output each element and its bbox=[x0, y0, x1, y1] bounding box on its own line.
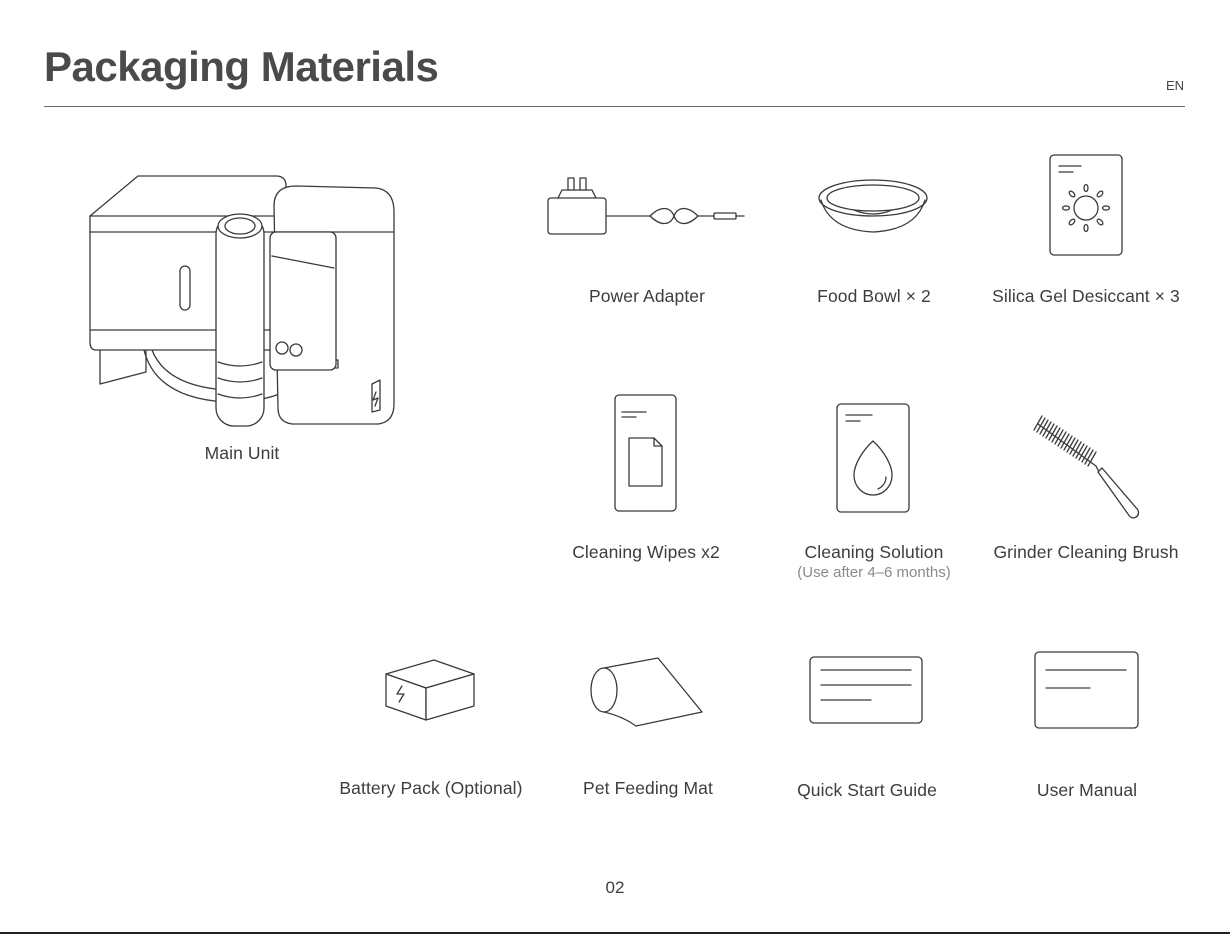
wipes-pack-icon bbox=[614, 394, 678, 514]
bowl-icon bbox=[816, 176, 930, 236]
item-usage-note: (Use after 4–6 months) bbox=[797, 564, 950, 581]
item-label: Pet Feeding Mat bbox=[583, 778, 713, 799]
guide-card-icon bbox=[809, 656, 925, 726]
item-label: Battery Pack (Optional) bbox=[339, 778, 522, 799]
item-label: Cleaning Wipes x2 bbox=[572, 542, 720, 563]
language-tag: EN bbox=[1166, 78, 1184, 93]
brush-icon bbox=[1034, 412, 1140, 520]
battery-box-icon bbox=[384, 658, 478, 722]
item-label: Silica Gel Desiccant × 3 bbox=[992, 286, 1180, 307]
item-label: Food Bowl × 2 bbox=[817, 286, 931, 307]
item-label: User Manual bbox=[1037, 780, 1137, 801]
item-label: Power Adapter bbox=[589, 286, 705, 307]
rolled-mat-icon bbox=[588, 656, 706, 728]
item-label: Quick Start Guide bbox=[797, 780, 937, 801]
power-adapter-icon bbox=[546, 172, 748, 238]
item-label: Grinder Cleaning Brush bbox=[993, 542, 1178, 563]
page-number: 02 bbox=[606, 878, 625, 898]
header-divider bbox=[44, 106, 1185, 107]
page-title: Packaging Materials bbox=[44, 44, 438, 90]
item-label: Main Unit bbox=[205, 443, 280, 464]
solution-pack-icon bbox=[836, 403, 912, 515]
feeder-device-icon bbox=[86, 172, 398, 430]
item-label: Cleaning Solution bbox=[805, 542, 944, 563]
manual-card-icon bbox=[1034, 651, 1140, 731]
desiccant-pack-icon bbox=[1049, 154, 1125, 258]
